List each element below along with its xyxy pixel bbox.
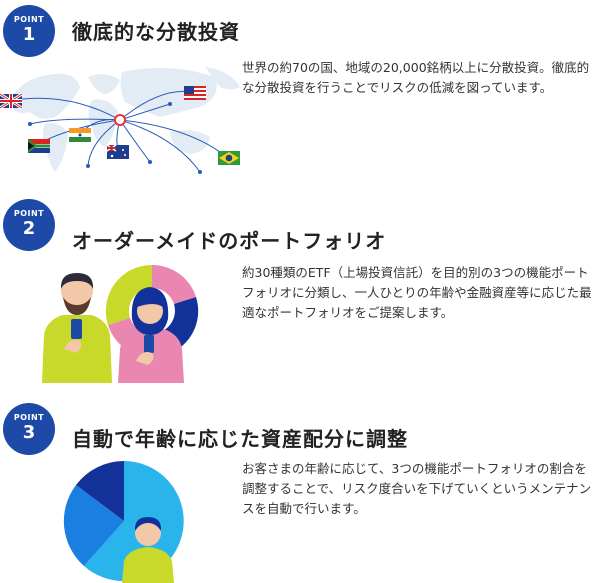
man-with-phone-icon [42,273,112,383]
point-1-badge-label: POINT [13,15,45,24]
point-2-description: 約30種類のETF（上場投資信託）を目的別の3つの機能ポートフォリオに分類し、一… [242,265,592,320]
woman-with-phone-icon [118,287,184,383]
point-2-section: POINT 2 オーダーメイドのポートフォリオ 約30種類のETF（上場投資信 [0,195,600,395]
flag-brazil-icon [218,151,240,165]
portfolio-illustration [42,264,199,383]
point-3-badge-label: POINT [13,413,45,422]
point-1-badge-number: 1 [22,24,36,45]
point-2-badge-number: 2 [22,218,36,239]
point-3-badge: POINT 3 [3,403,55,455]
world-map-illustration [0,67,240,174]
flag-australia-icon [106,144,129,159]
flag-india-icon [69,128,91,142]
point-2-badge: POINT 2 [3,199,55,251]
point-1-section: POINT 1 徹底的な分散投資 [0,0,600,190]
point-3-description: お客さまの年齢に応じて、3つの機能ポートフォリオの割合を調整することで、リスク度… [242,461,592,516]
world-map-icon [10,67,240,172]
point-1-badge: POINT 1 [3,5,55,57]
point-1-title: 徹底的な分散投資 [72,20,240,44]
point-3-title: 自動で年齢に応じた資産配分に調整 [72,427,408,451]
point-2-title: オーダーメイドのポートフォリオ [72,229,387,253]
flag-us-icon [184,86,206,100]
flag-japan-icon [114,114,126,126]
flag-south-africa-icon [28,139,50,153]
point-2-badge-label: POINT [13,209,45,218]
point-3-badge-number: 3 [22,422,36,443]
person-icon [122,517,174,583]
point-3-section: POINT 3 自動で年齢に応じた資産配分に調整 お客さまの年齢に応じて、3つの… [0,395,600,583]
allocation-illustration [63,461,184,583]
point-1-description: 世界の約70の国、地域の20,000銘柄以上に分散投資。徹底的な分散投資を行うこ… [242,60,590,95]
flag-uk-icon [0,92,23,110]
